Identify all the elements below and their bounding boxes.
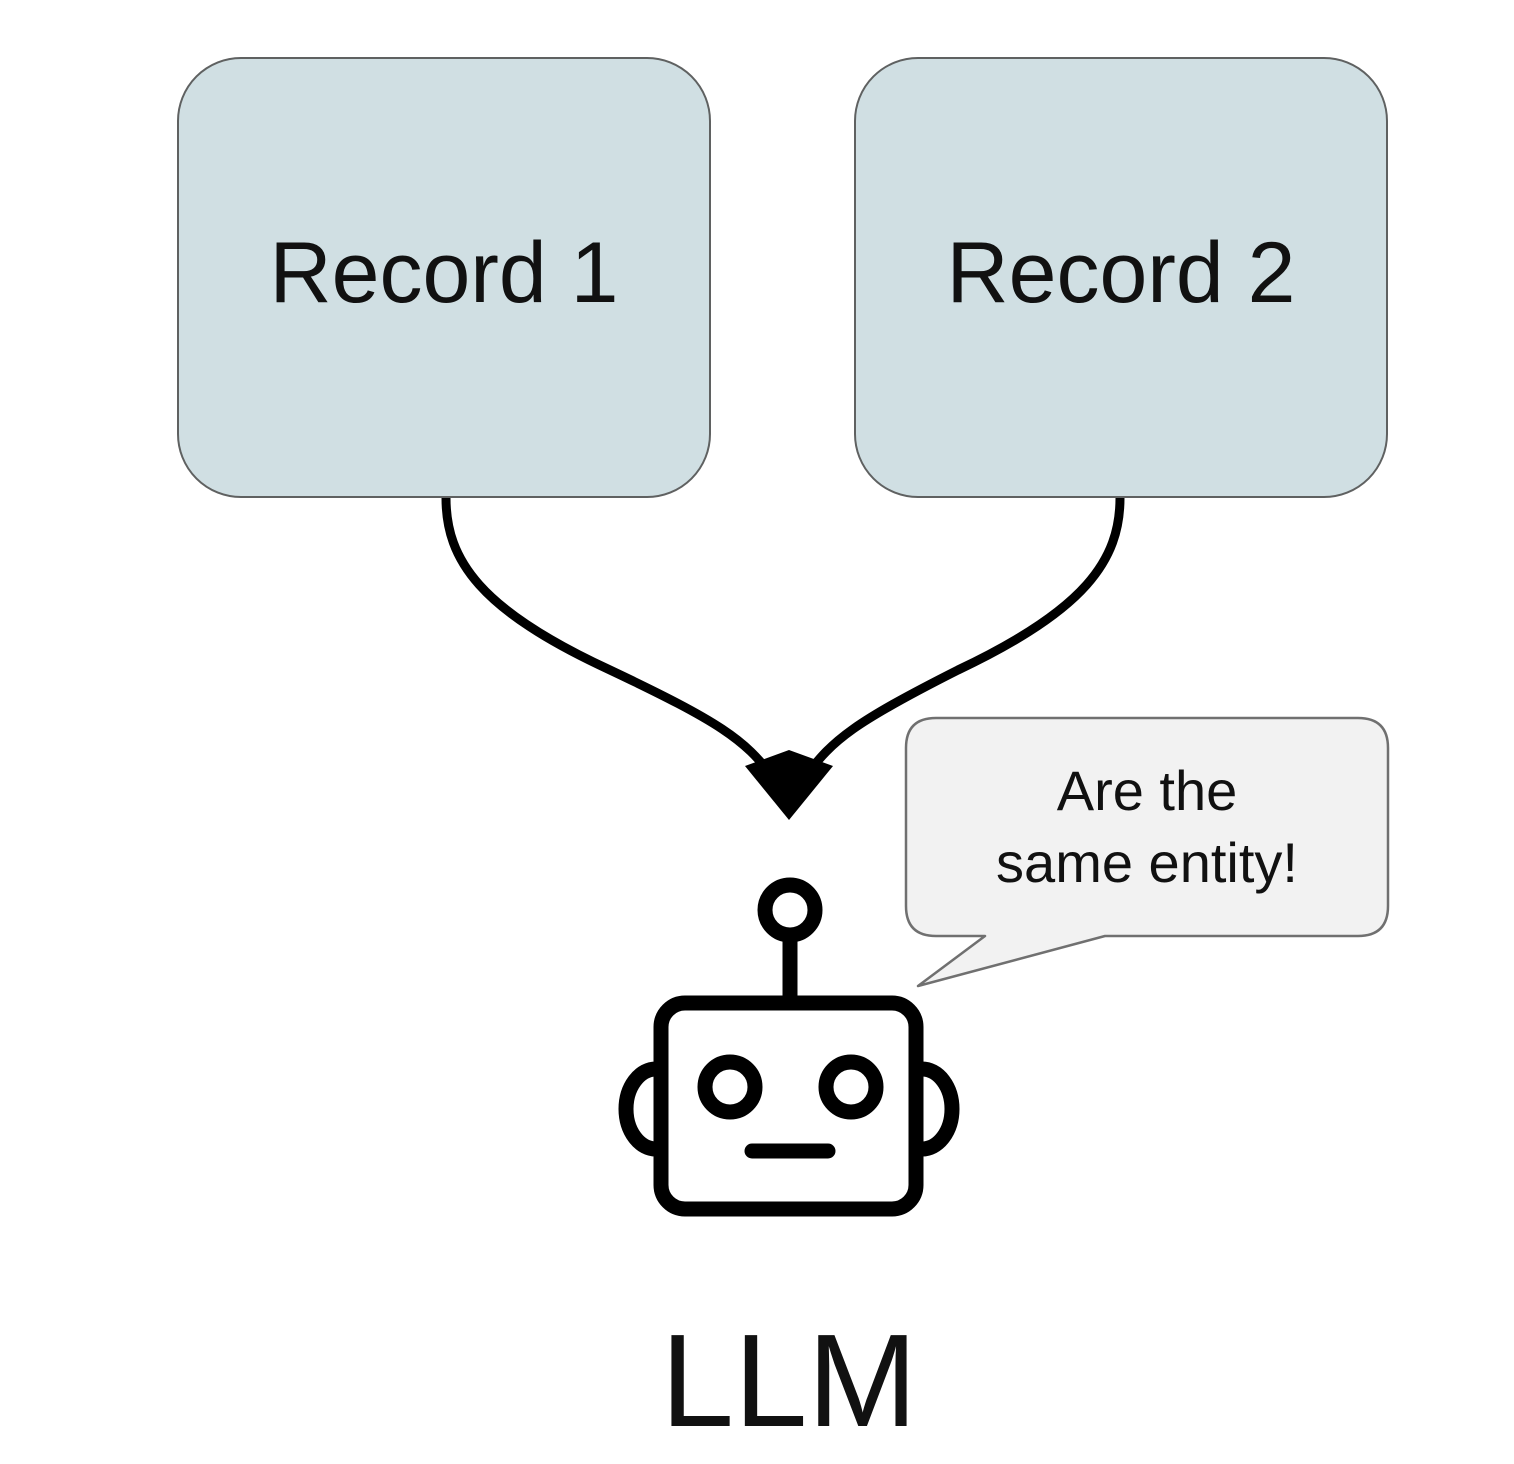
arrowhead <box>745 750 833 820</box>
robot-left-ear <box>618 1061 657 1157</box>
speech-bubble-text: Are the same entity! <box>906 718 1388 936</box>
arrow-record-2-to-llm <box>801 493 1125 781</box>
record-1-box: Record 1 <box>177 57 711 498</box>
robot-left-eye <box>697 1054 763 1120</box>
robot-icon <box>618 877 960 1217</box>
robot-right-eye <box>818 1054 884 1120</box>
record-2-label: Record 2 <box>946 224 1296 321</box>
speech-bubble <box>904 716 1390 988</box>
record-2-box: Record 2 <box>854 57 1388 498</box>
robot-antenna-ball <box>757 877 823 943</box>
record-1-label: Record 1 <box>269 224 619 321</box>
speech-bubble-line-2: same entity! <box>996 831 1298 894</box>
robot-head <box>653 995 924 1217</box>
robot-right-ear <box>921 1061 960 1157</box>
llm-label: LLM <box>660 1307 918 1454</box>
arrow-record-1-to-llm <box>441 493 777 781</box>
speech-bubble-line-1: Are the <box>1056 759 1238 822</box>
